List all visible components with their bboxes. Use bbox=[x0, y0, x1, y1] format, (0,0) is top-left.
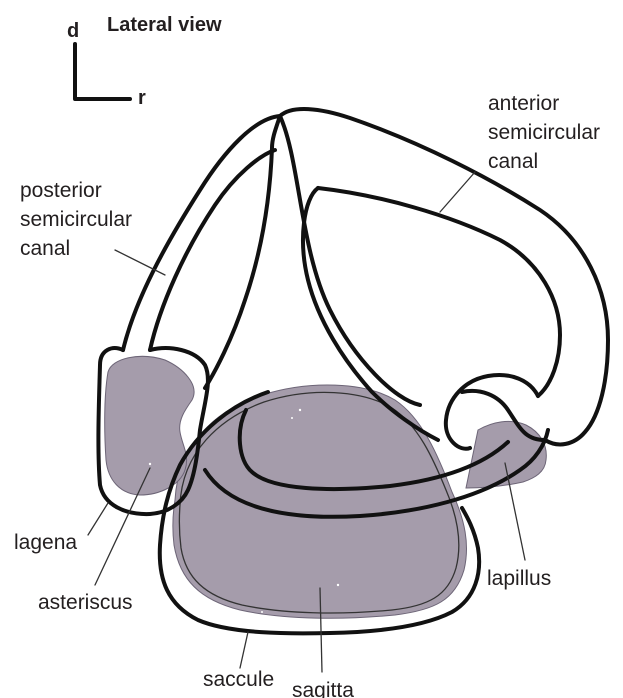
posterior-canal-junction bbox=[272, 116, 280, 148]
anterior-canal-inner-return bbox=[318, 188, 560, 396]
lapillus-label: lapillus bbox=[487, 567, 551, 590]
saccule-label: saccule bbox=[203, 668, 274, 691]
posterior-canal-label: posterior semicircular canal bbox=[20, 179, 138, 260]
asteriscus-otolith bbox=[105, 356, 194, 495]
orientation-axes bbox=[75, 44, 130, 99]
anterior-canal-label: anterior semicircular canal bbox=[488, 92, 606, 173]
common-crus-right bbox=[280, 116, 420, 405]
posterior-canal-outer bbox=[123, 116, 280, 350]
lagena-leader bbox=[88, 503, 108, 535]
asteriscus-label: asteriscus bbox=[38, 591, 133, 614]
common-crus-left bbox=[205, 148, 272, 388]
rostral-label: r bbox=[138, 87, 146, 109]
dorsal-label: d bbox=[67, 20, 79, 42]
sagitta-label: sagitta bbox=[292, 679, 354, 698]
diagram-title: Lateral view bbox=[107, 14, 222, 36]
lagena-label: lagena bbox=[14, 531, 77, 554]
anterior-canal-leader bbox=[440, 172, 475, 212]
saccule-leader bbox=[240, 632, 248, 668]
posterior-canal-inner bbox=[150, 150, 275, 350]
